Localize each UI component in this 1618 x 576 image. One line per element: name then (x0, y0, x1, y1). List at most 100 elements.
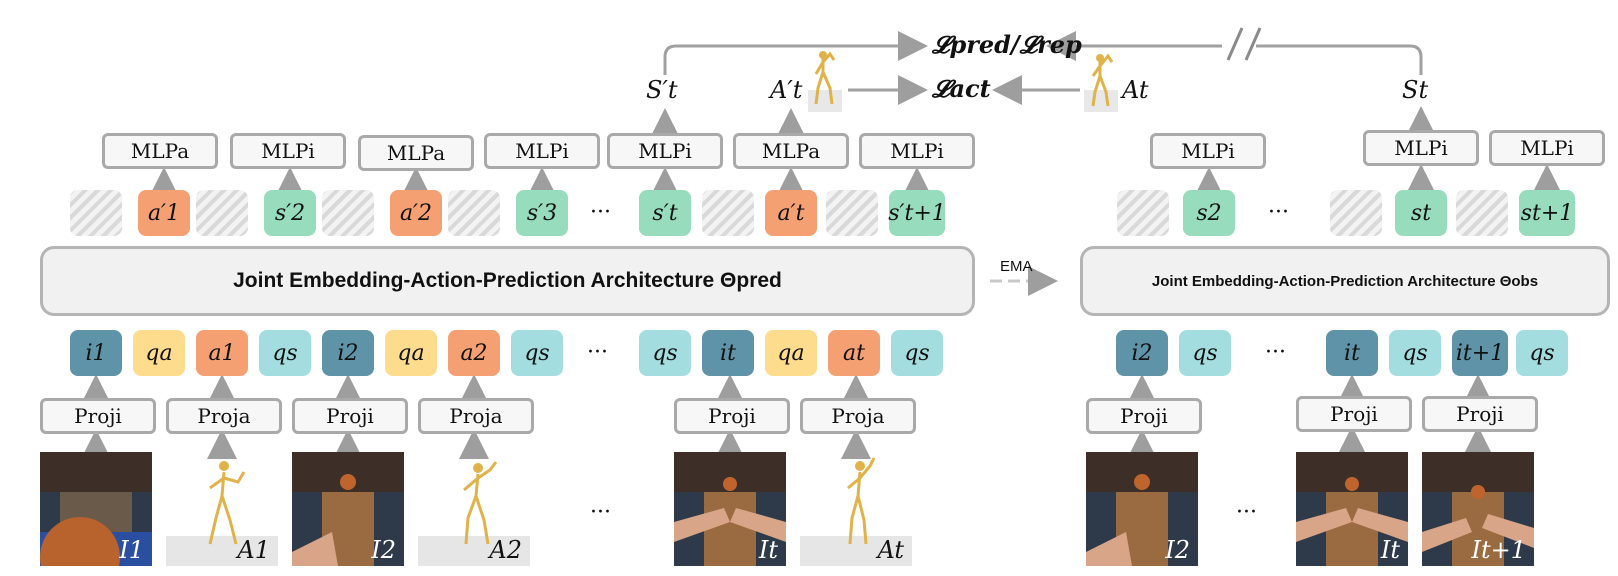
token-at-pred: a′t (765, 190, 817, 236)
proj-a-t: Proja (800, 398, 916, 434)
ellipsis: ··· (1265, 340, 1286, 365)
ellipsis: ··· (1236, 500, 1257, 525)
pose-figure (418, 461, 530, 566)
frame-caption: It (758, 536, 778, 564)
token-a1: a1 (196, 330, 248, 376)
frame-caption: It+1 (1471, 536, 1526, 564)
a-pred-label: A′t (770, 76, 803, 104)
mlp-i-1: MLPi (230, 133, 346, 169)
token-it1-obs: it+1 (1452, 330, 1508, 376)
token-it-obs: it (1326, 330, 1378, 376)
masked-token (1456, 190, 1508, 236)
token-qa: qa (133, 330, 185, 376)
frame-caption: I2 (371, 536, 396, 564)
mlp-i-4: MLPi (859, 133, 975, 169)
ellipsis: ··· (590, 200, 611, 225)
token-qs: qs (639, 330, 691, 376)
mlp-i-3: MLPi (607, 133, 723, 169)
token-qs: qs (259, 330, 311, 376)
token-s2-obs: s2 (1183, 190, 1235, 236)
proj-i-t: Proji (674, 398, 790, 434)
loss-act: 𝓛act (932, 74, 991, 103)
court-image (40, 452, 152, 566)
frame-pose-2: A2 (418, 452, 530, 566)
masked-token (196, 190, 248, 236)
proj-a-2: Proja (418, 398, 534, 434)
court-image (1422, 452, 1534, 566)
loss-pred-rep: 𝓛pred/𝓛rep (932, 30, 1082, 59)
token-s3-pred: s′3 (516, 190, 568, 236)
token-i2: i2 (322, 330, 374, 376)
frame-pose-1: A1 (166, 452, 278, 566)
token-qa: qa (765, 330, 817, 376)
token-qs: qs (1389, 330, 1441, 376)
mlp-a-1: MLPa (102, 133, 218, 169)
arch-pred: Joint Embedding-Action-Prediction Archit… (40, 246, 975, 316)
masked-token (70, 190, 122, 236)
frame-caption: I1 (119, 536, 144, 564)
frame-image-1: I1 (40, 452, 152, 566)
proj-i-1: Proji (40, 398, 156, 434)
arch-obs: Joint Embedding-Action-Prediction Archit… (1080, 246, 1610, 316)
mlp-i-2: MLPi (484, 133, 600, 169)
masked-token (322, 190, 374, 236)
token-i1: i1 (70, 330, 122, 376)
frame-caption: At (877, 536, 904, 564)
court-image (1296, 452, 1408, 566)
mini-pose-true (1084, 53, 1118, 112)
mini-pose-pred (808, 51, 842, 112)
token-qa: qa (385, 330, 437, 376)
pose-figure (800, 457, 912, 566)
frame-caption: I2 (1165, 536, 1190, 564)
mlp-a-2: MLPa (358, 135, 474, 171)
mlp-i-obs-3: MLPi (1489, 130, 1605, 166)
frame-image-obs-t: It (1296, 452, 1408, 566)
frame-caption: A2 (489, 536, 522, 564)
proj-i-2: Proji (292, 398, 408, 434)
token-st1-pred: s′t+1 (888, 190, 946, 236)
token-a2-pred: a′2 (390, 190, 442, 236)
token-st-pred: s′t (639, 190, 691, 236)
token-at: at (828, 330, 880, 376)
mlp-i-obs-1: MLPi (1150, 133, 1266, 169)
mlp-i-obs-2: MLPi (1363, 130, 1479, 166)
token-it: it (702, 330, 754, 376)
court-image (674, 452, 786, 566)
token-st1-obs: st+1 (1519, 190, 1575, 236)
token-i2-obs: i2 (1116, 330, 1168, 376)
frame-image-obs-t1: It+1 (1422, 452, 1534, 566)
token-a1-pred: a′1 (138, 190, 190, 236)
mlp-a-3: MLPa (733, 133, 849, 169)
token-st-obs: st (1395, 190, 1447, 236)
court-image (1086, 452, 1198, 566)
proj-i-obs-2: Proji (1296, 396, 1412, 432)
frame-caption: It (1380, 536, 1400, 564)
ema-label: EMA (1000, 258, 1033, 275)
proj-a-1: Proja (166, 398, 282, 434)
proj-i-obs-3: Proji (1422, 396, 1538, 432)
s-true-label: St (1402, 76, 1429, 104)
token-qs: qs (1516, 330, 1568, 376)
frame-image-t: It (674, 452, 786, 566)
token-a2: a2 (448, 330, 500, 376)
token-qs: qs (891, 330, 943, 376)
masked-token (1117, 190, 1169, 236)
token-qs: qs (511, 330, 563, 376)
a-true-label: At (1122, 76, 1149, 104)
pose-figure (166, 461, 278, 566)
court-image (292, 452, 404, 566)
ellipsis: ··· (1268, 200, 1289, 225)
frame-image-obs-2: I2 (1086, 452, 1198, 566)
masked-token (1330, 190, 1382, 236)
token-qs: qs (1179, 330, 1231, 376)
s-pred-label: S′t (646, 76, 678, 104)
frame-caption: A1 (237, 536, 270, 564)
proj-i-obs-1: Proji (1086, 398, 1202, 434)
frame-image-2: I2 (292, 452, 404, 566)
ellipsis: ··· (590, 500, 611, 525)
masked-token (448, 190, 500, 236)
ellipsis: ··· (587, 340, 608, 365)
masked-token (826, 190, 878, 236)
